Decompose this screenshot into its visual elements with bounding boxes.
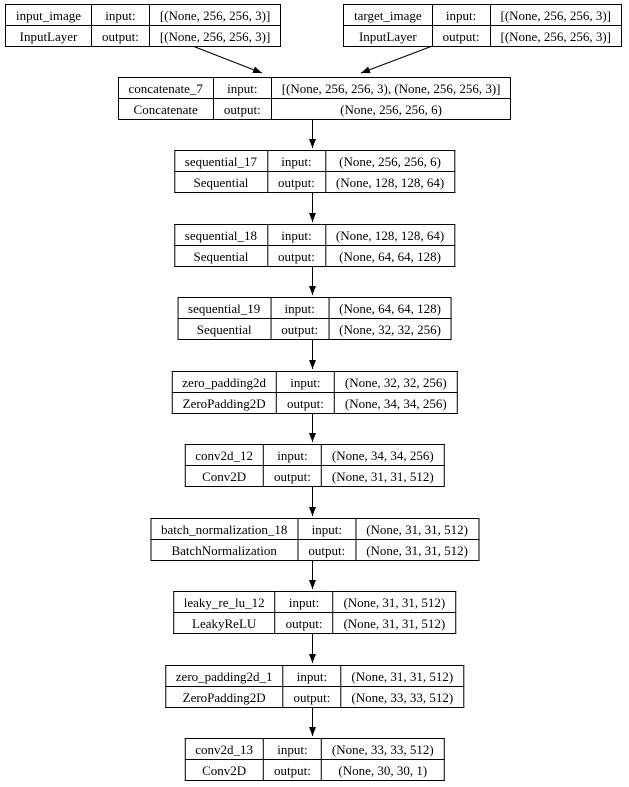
output-label: output: [212, 98, 272, 120]
input-label: input: [431, 4, 491, 26]
layer-class: Conv2D [184, 759, 265, 781]
edge-input-image-to-concatenate [189, 44, 263, 74]
layer-name: zero_padding2d_1 [164, 665, 284, 687]
output-shape: (None, 64, 64, 128) [324, 245, 456, 267]
output-label: output: [267, 245, 326, 267]
layer-name: sequential_19 [177, 297, 272, 319]
edge-target-image-to-concatenate [360, 44, 436, 74]
input-label: input: [267, 150, 326, 172]
layer-name: sequential_17 [173, 150, 269, 172]
node-leaky-re-lu-12: leaky_re_lu_12 input: (None, 31, 31, 512… [172, 591, 457, 634]
node-input-image: input_image input: [(None, 256, 256, 3)]… [5, 4, 282, 47]
input-label: input: [297, 518, 357, 540]
input-label: input: [267, 224, 326, 246]
input-shape: (None, 32, 32, 256) [333, 371, 458, 393]
layer-name: input_image [5, 4, 92, 26]
input-shape: (None, 128, 128, 64) [324, 224, 456, 246]
node-sequential-17: sequential_17 input: (None, 256, 256, 6)… [173, 150, 456, 193]
node-sequential-18: sequential_18 input: (None, 128, 128, 64… [173, 224, 456, 267]
output-shape: (None, 128, 128, 64) [324, 171, 456, 193]
output-shape: [(None, 256, 256, 3)] [489, 25, 623, 47]
node-concatenate-7: concatenate_7 input: [(None, 256, 256, 3… [117, 77, 512, 120]
output-label: output: [431, 25, 491, 47]
node-batch-normalization-18: batch_normalization_18 input: (None, 31,… [149, 518, 480, 561]
input-label: input: [270, 297, 330, 319]
input-shape: (None, 64, 64, 128) [328, 297, 452, 319]
layer-name: sequential_18 [173, 224, 269, 246]
input-shape: (None, 256, 256, 6) [324, 150, 456, 172]
output-label: output: [263, 465, 322, 487]
output-label: output: [274, 612, 334, 634]
layer-class: BatchNormalization [149, 539, 299, 561]
node-conv2d-12: conv2d_12 input: (None, 34, 34, 256) Con… [184, 444, 445, 487]
node-target-image: target_image input: [(None, 256, 256, 3)… [343, 4, 623, 47]
output-shape: (None, 31, 31, 512) [332, 612, 457, 634]
input-label: input: [263, 444, 322, 466]
input-shape: (None, 31, 31, 512) [340, 665, 465, 687]
output-label: output: [276, 392, 335, 414]
output-shape: (None, 34, 34, 256) [333, 392, 458, 414]
node-zero-padding2d: zero_padding2d input: (None, 32, 32, 256… [171, 371, 458, 414]
output-label: output: [91, 25, 150, 47]
layer-class: Conv2D [184, 465, 265, 487]
input-shape: (None, 31, 31, 512) [332, 591, 457, 613]
output-shape: [(None, 256, 256, 3)] [148, 25, 282, 47]
node-zero-padding2d-1: zero_padding2d_1 input: (None, 31, 31, 5… [164, 665, 465, 708]
input-shape: (None, 31, 31, 512) [355, 518, 480, 540]
layer-name: leaky_re_lu_12 [172, 591, 276, 613]
output-shape: (None, 33, 33, 512) [340, 686, 465, 708]
input-shape: [(None, 256, 256, 3)] [489, 4, 623, 26]
input-shape: (None, 34, 34, 256) [320, 444, 445, 466]
input-label: input: [274, 591, 334, 613]
output-label: output: [270, 318, 330, 340]
output-label: output: [267, 171, 326, 193]
layer-name: conv2d_13 [184, 738, 265, 760]
node-sequential-19: sequential_19 input: (None, 64, 64, 128)… [177, 297, 452, 340]
output-shape: (None, 256, 256, 6) [270, 98, 512, 120]
layer-name: batch_normalization_18 [149, 518, 299, 540]
output-shape: (None, 31, 31, 512) [355, 539, 480, 561]
output-label: output: [282, 686, 342, 708]
layer-class: Sequential [173, 171, 269, 193]
layer-name: conv2d_12 [184, 444, 265, 466]
layer-name: target_image [343, 4, 433, 26]
input-shape: [(None, 256, 256, 3)] [148, 4, 282, 26]
input-shape: [(None, 256, 256, 3), (None, 256, 256, 3… [270, 77, 512, 99]
output-label: output: [297, 539, 357, 561]
layer-class: ZeroPadding2D [164, 686, 284, 708]
input-label: input: [212, 77, 272, 99]
layer-class: InputLayer [5, 25, 92, 47]
output-shape: (None, 30, 30, 1) [320, 759, 445, 781]
node-conv2d-13: conv2d_13 input: (None, 33, 33, 512) Con… [184, 738, 445, 781]
layer-class: Concatenate [117, 98, 214, 120]
layer-class: LeakyReLU [172, 612, 276, 634]
input-label: input: [282, 665, 342, 687]
output-shape: (None, 31, 31, 512) [320, 465, 445, 487]
output-label: output: [263, 759, 322, 781]
layer-name: zero_padding2d [171, 371, 278, 393]
output-shape: (None, 32, 32, 256) [328, 318, 452, 340]
input-label: input: [263, 738, 322, 760]
layer-name: concatenate_7 [117, 77, 214, 99]
layer-class: InputLayer [343, 25, 433, 47]
layer-class: Sequential [177, 318, 272, 340]
input-shape: (None, 33, 33, 512) [320, 738, 445, 760]
input-label: input: [276, 371, 335, 393]
layer-class: Sequential [173, 245, 269, 267]
layer-class: ZeroPadding2D [171, 392, 278, 414]
input-label: input: [91, 4, 150, 26]
